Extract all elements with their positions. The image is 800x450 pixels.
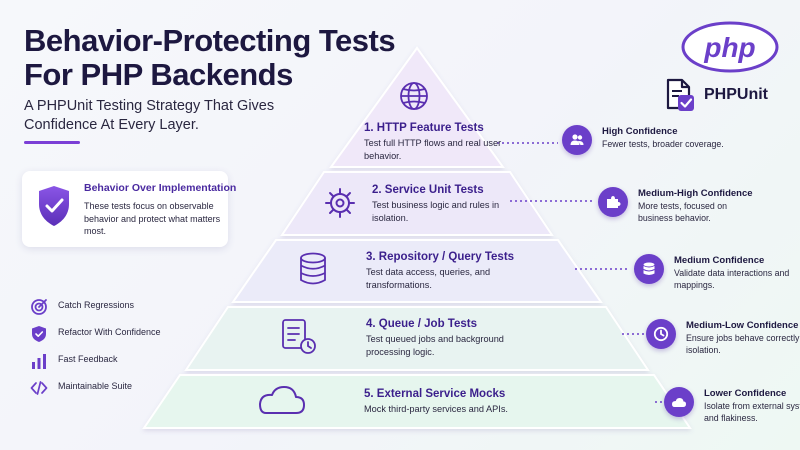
callout-title: Behavior Over Implementation [84, 182, 237, 194]
tier-title: 2. Service Unit Tests [372, 184, 484, 196]
confidence-text: More tests, focused on business behavior… [638, 201, 727, 223]
confidence-title: Medium Confidence [674, 255, 765, 266]
code-icon [30, 381, 48, 395]
confidence-badge [562, 125, 592, 155]
shield-icon [32, 326, 46, 342]
accent-rule [24, 141, 80, 144]
phpunit-logo: PHPUnit [664, 78, 794, 112]
tier-2: 2. Service Unit Tests Test business logi… [372, 184, 522, 224]
puzzle-icon [607, 196, 621, 208]
confidence-badge [634, 254, 664, 284]
title-line-2: For PHP Backends [24, 57, 293, 92]
tier-4: 4. Queue / Job Tests Test queued jobs an… [366, 318, 536, 358]
tier-title: 1. HTTP Feature Tests [364, 122, 484, 134]
tier-description: Test queued jobs and background processi… [366, 334, 504, 357]
database-icon [643, 262, 655, 275]
phpunit-logo-text: PHPUnit [704, 86, 768, 103]
confidence-text: Validate data interactions and mappings. [674, 268, 790, 290]
confidence-badge [646, 319, 676, 349]
cloud-icon [672, 398, 686, 407]
behavior-callout-card: Behavior Over Implementation These tests… [22, 171, 236, 247]
tier-title: 4. Queue / Job Tests [366, 318, 477, 330]
tier-1: 1. HTTP Feature Tests Test full HTTP flo… [364, 122, 504, 162]
benefit-label: Catch Regressions [58, 300, 135, 310]
confidence-title: Medium-High Confidence [638, 188, 753, 199]
clock-icon [653, 326, 669, 342]
confidence-badge [664, 387, 694, 417]
document-check-icon [666, 78, 694, 111]
tier-5: 5. External Service Mocks Mock third-par… [364, 388, 564, 416]
confidence-text: Isolate from external systems and flakin… [704, 401, 800, 423]
confidence-text: Fewer tests, broader coverage. [602, 139, 724, 149]
callout-text: These tests focus on observable behavior… [84, 201, 221, 236]
tier-band-4 [184, 306, 650, 371]
tier-band-3 [231, 239, 603, 303]
target-icon [31, 299, 47, 315]
confidence-badge [598, 187, 628, 217]
benefit-label: Refactor With Confidence [58, 327, 161, 337]
gear-icon [325, 188, 355, 218]
tier-description: Mock third-party services and APIs. [364, 404, 508, 414]
php-logo-text: php [703, 32, 755, 63]
confidence-title: High Confidence [602, 126, 678, 137]
benefit-label: Maintainable Suite [58, 381, 133, 391]
title-line-1: Behavior-Protecting Tests [24, 23, 396, 58]
shield-check-icon [39, 186, 69, 226]
tier-title: 3. Repository / Query Tests [366, 251, 515, 263]
php-logo: php [681, 21, 779, 73]
globe-icon [400, 82, 428, 110]
tier-title: 5. External Service Mocks [364, 388, 506, 400]
confidence-title: Lower Confidence [704, 388, 787, 399]
tier-3: 3. Repository / Query Tests Test data ac… [366, 251, 536, 291]
tier-band-2 [280, 171, 554, 236]
bar-chart-icon [32, 354, 46, 369]
users-icon [570, 134, 584, 145]
job-clock-icon [282, 319, 316, 354]
cloud-icon [259, 386, 305, 414]
tier-description: Test full HTTP flows and real user behav… [364, 138, 502, 161]
confidence-title: Medium-Low Confidence [686, 320, 799, 331]
tier-description: Test business logic and rules in isolati… [372, 200, 500, 223]
page-subtitle: A PHPUnit Testing Strategy That Gives Co… [24, 98, 275, 133]
benefit-label: Fast Feedback [58, 354, 118, 364]
confidence-text: Ensure jobs behave correctly in isolatio… [686, 333, 800, 355]
database-icon [300, 252, 326, 285]
tier-description: Test data access, queries, and transform… [366, 267, 491, 290]
page-title: Behavior-Protecting Tests For PHP Backen… [24, 23, 396, 92]
connector-lines [497, 142, 662, 403]
